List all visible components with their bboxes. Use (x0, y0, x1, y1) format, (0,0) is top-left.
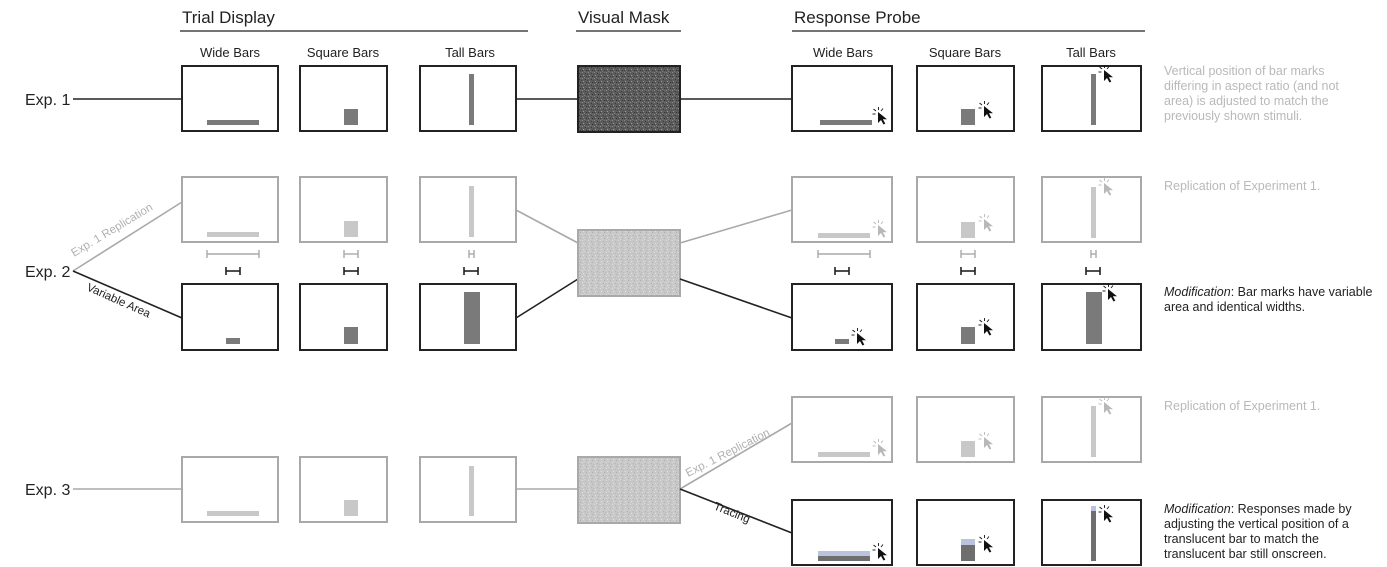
exp3-tracing-probe-tall-translucent-bar (1091, 506, 1096, 511)
exp2-modification-note: Modification: Bar marks have variable ar… (1164, 285, 1380, 315)
exp1-probe-tall-bar (1091, 74, 1096, 125)
exp1-trial-square-frame (299, 65, 388, 132)
exp2-rep-trial-width-markers (206, 250, 475, 258)
exp3-rep-probe-wide-frame (791, 396, 893, 463)
exp3-rep-probe-tall-bar (1091, 406, 1096, 457)
exp3-replication-note: Replication of Experiment 1. (1164, 399, 1321, 413)
exp2-var-connector-mask-in (515, 278, 579, 319)
exp2-rep-probe-wide-bar (818, 233, 870, 238)
exp2-var-trial-tall-bar (464, 292, 480, 344)
trial-square-label: Square Bars (307, 45, 380, 60)
exp1-row (73, 64, 1142, 133)
exp3-tracing-probe-tall-bar (1091, 511, 1096, 561)
probe-wide-label: Wide Bars (813, 45, 873, 60)
trial-tall-label: Tall Bars (445, 45, 495, 60)
exp3-modification-note: Modification: Responses made by adjustin… (1164, 502, 1354, 562)
exp1-note: Vertical position of bar marks differing… (1164, 64, 1339, 123)
exp1-trial-square-bar (344, 109, 358, 125)
exp2-rep-connector-mask-out (679, 209, 793, 244)
exp2-rep-trial-square-bar (344, 221, 358, 237)
exp2-var-probe-wide-bar (835, 339, 849, 344)
exp2-rep-trial-wide-bar (207, 232, 259, 237)
exp3-trial-square-frame (299, 456, 388, 523)
header-trial-display: Trial Display (182, 8, 275, 27)
exp1-label: Exp. 1 (25, 92, 70, 109)
exp2-var-trial-square-frame (299, 283, 388, 351)
exp3-tracing-probe-wide-translucent-bar (818, 551, 870, 556)
exp2-branch-variable-line (72, 270, 183, 319)
header-visual-mask: Visual Mask (578, 8, 670, 27)
exp3-modification-text: : Responses made by adjusting the vertic… (1164, 502, 1352, 561)
exp3-trial-tall-frame (419, 456, 517, 523)
exp1-visual-mask (577, 65, 681, 133)
exp2-branch-replication-line (72, 201, 183, 272)
exp2-rep-connector-mask-in (515, 209, 579, 244)
exp2-visual-mask (577, 229, 681, 297)
exp1-probe-wide-bar (820, 120, 872, 125)
exp3-branch-tracing-label: Tracing (712, 501, 752, 526)
exp2-modification-label: Modification (1164, 285, 1231, 299)
exp3-trial-wide-bar (207, 511, 259, 516)
exp3-branch-tracing-line (679, 488, 793, 534)
exp2-row: Exp. 1 Replication Variable Area (69, 176, 1142, 351)
exp2-rep-probe-wide-frame (791, 176, 893, 243)
exp3-row: Exp. 1 Replication Tracing (73, 396, 1142, 566)
exp3-tracing-probe-square-translucent-bar (961, 539, 975, 545)
exp2-var-probe-square-bar (961, 327, 975, 344)
exp2-replication-note: Replication of Experiment 1. (1164, 179, 1321, 193)
exp3-rep-probe-wide-bar (818, 452, 870, 457)
exp3-trial-square-bar (344, 500, 358, 516)
exp3-label: Exp. 3 (25, 482, 70, 499)
probe-tall-label: Tall Bars (1066, 45, 1116, 60)
exp2-rep-trial-tall-bar (469, 186, 474, 237)
exp1-trial-tall-frame (419, 65, 517, 132)
exp2-branch-replication-label: Exp. 1 Replication (69, 202, 155, 260)
exp2-var-trial-square-bar (344, 327, 358, 344)
exp2-var-trial-width-markers (225, 267, 479, 275)
probe-square-label: Square Bars (929, 45, 1002, 60)
exp3-trial-tall-bar (469, 466, 474, 516)
header-response-probe: Response Probe (794, 8, 921, 27)
exp2-var-trial-wide-bar (226, 338, 240, 344)
exp1-trial-tall-bar (469, 74, 474, 125)
exp2-var-probe-tall-bar (1086, 292, 1102, 344)
exp3-modification-label: Modification (1164, 502, 1231, 516)
exp3-visual-mask (577, 456, 681, 524)
exp2-var-connector-mask-out (679, 278, 793, 319)
exp3-tracing-probe-square-bar (961, 545, 975, 561)
exp2-rep-trial-square-frame (299, 176, 388, 243)
exp2-rep-trial-wide-frame (181, 176, 279, 243)
exp2-rep-probe-square-bar (961, 222, 975, 238)
exp2-modification-text: : Bar marks have variable area and ident… (1164, 285, 1373, 314)
exp2-rep-probe-width-markers (817, 250, 1097, 258)
exp3-branch-replication-label: Exp. 1 Replication (684, 427, 772, 480)
trial-wide-label: Wide Bars (200, 45, 260, 60)
exp3-rep-probe-square-bar (961, 441, 975, 457)
exp2-rep-probe-tall-bar (1091, 187, 1096, 238)
exp1-probe-square-bar (961, 109, 975, 125)
exp1-trial-wide-bar (207, 120, 259, 125)
exp3-branch-replication-line (679, 422, 793, 490)
exp3-tracing-probe-wide-bar (818, 556, 870, 561)
exp2-var-probe-width-markers (834, 267, 1101, 275)
exp2-rep-trial-tall-frame (419, 176, 517, 243)
exp2-label: Exp. 2 (25, 264, 70, 281)
